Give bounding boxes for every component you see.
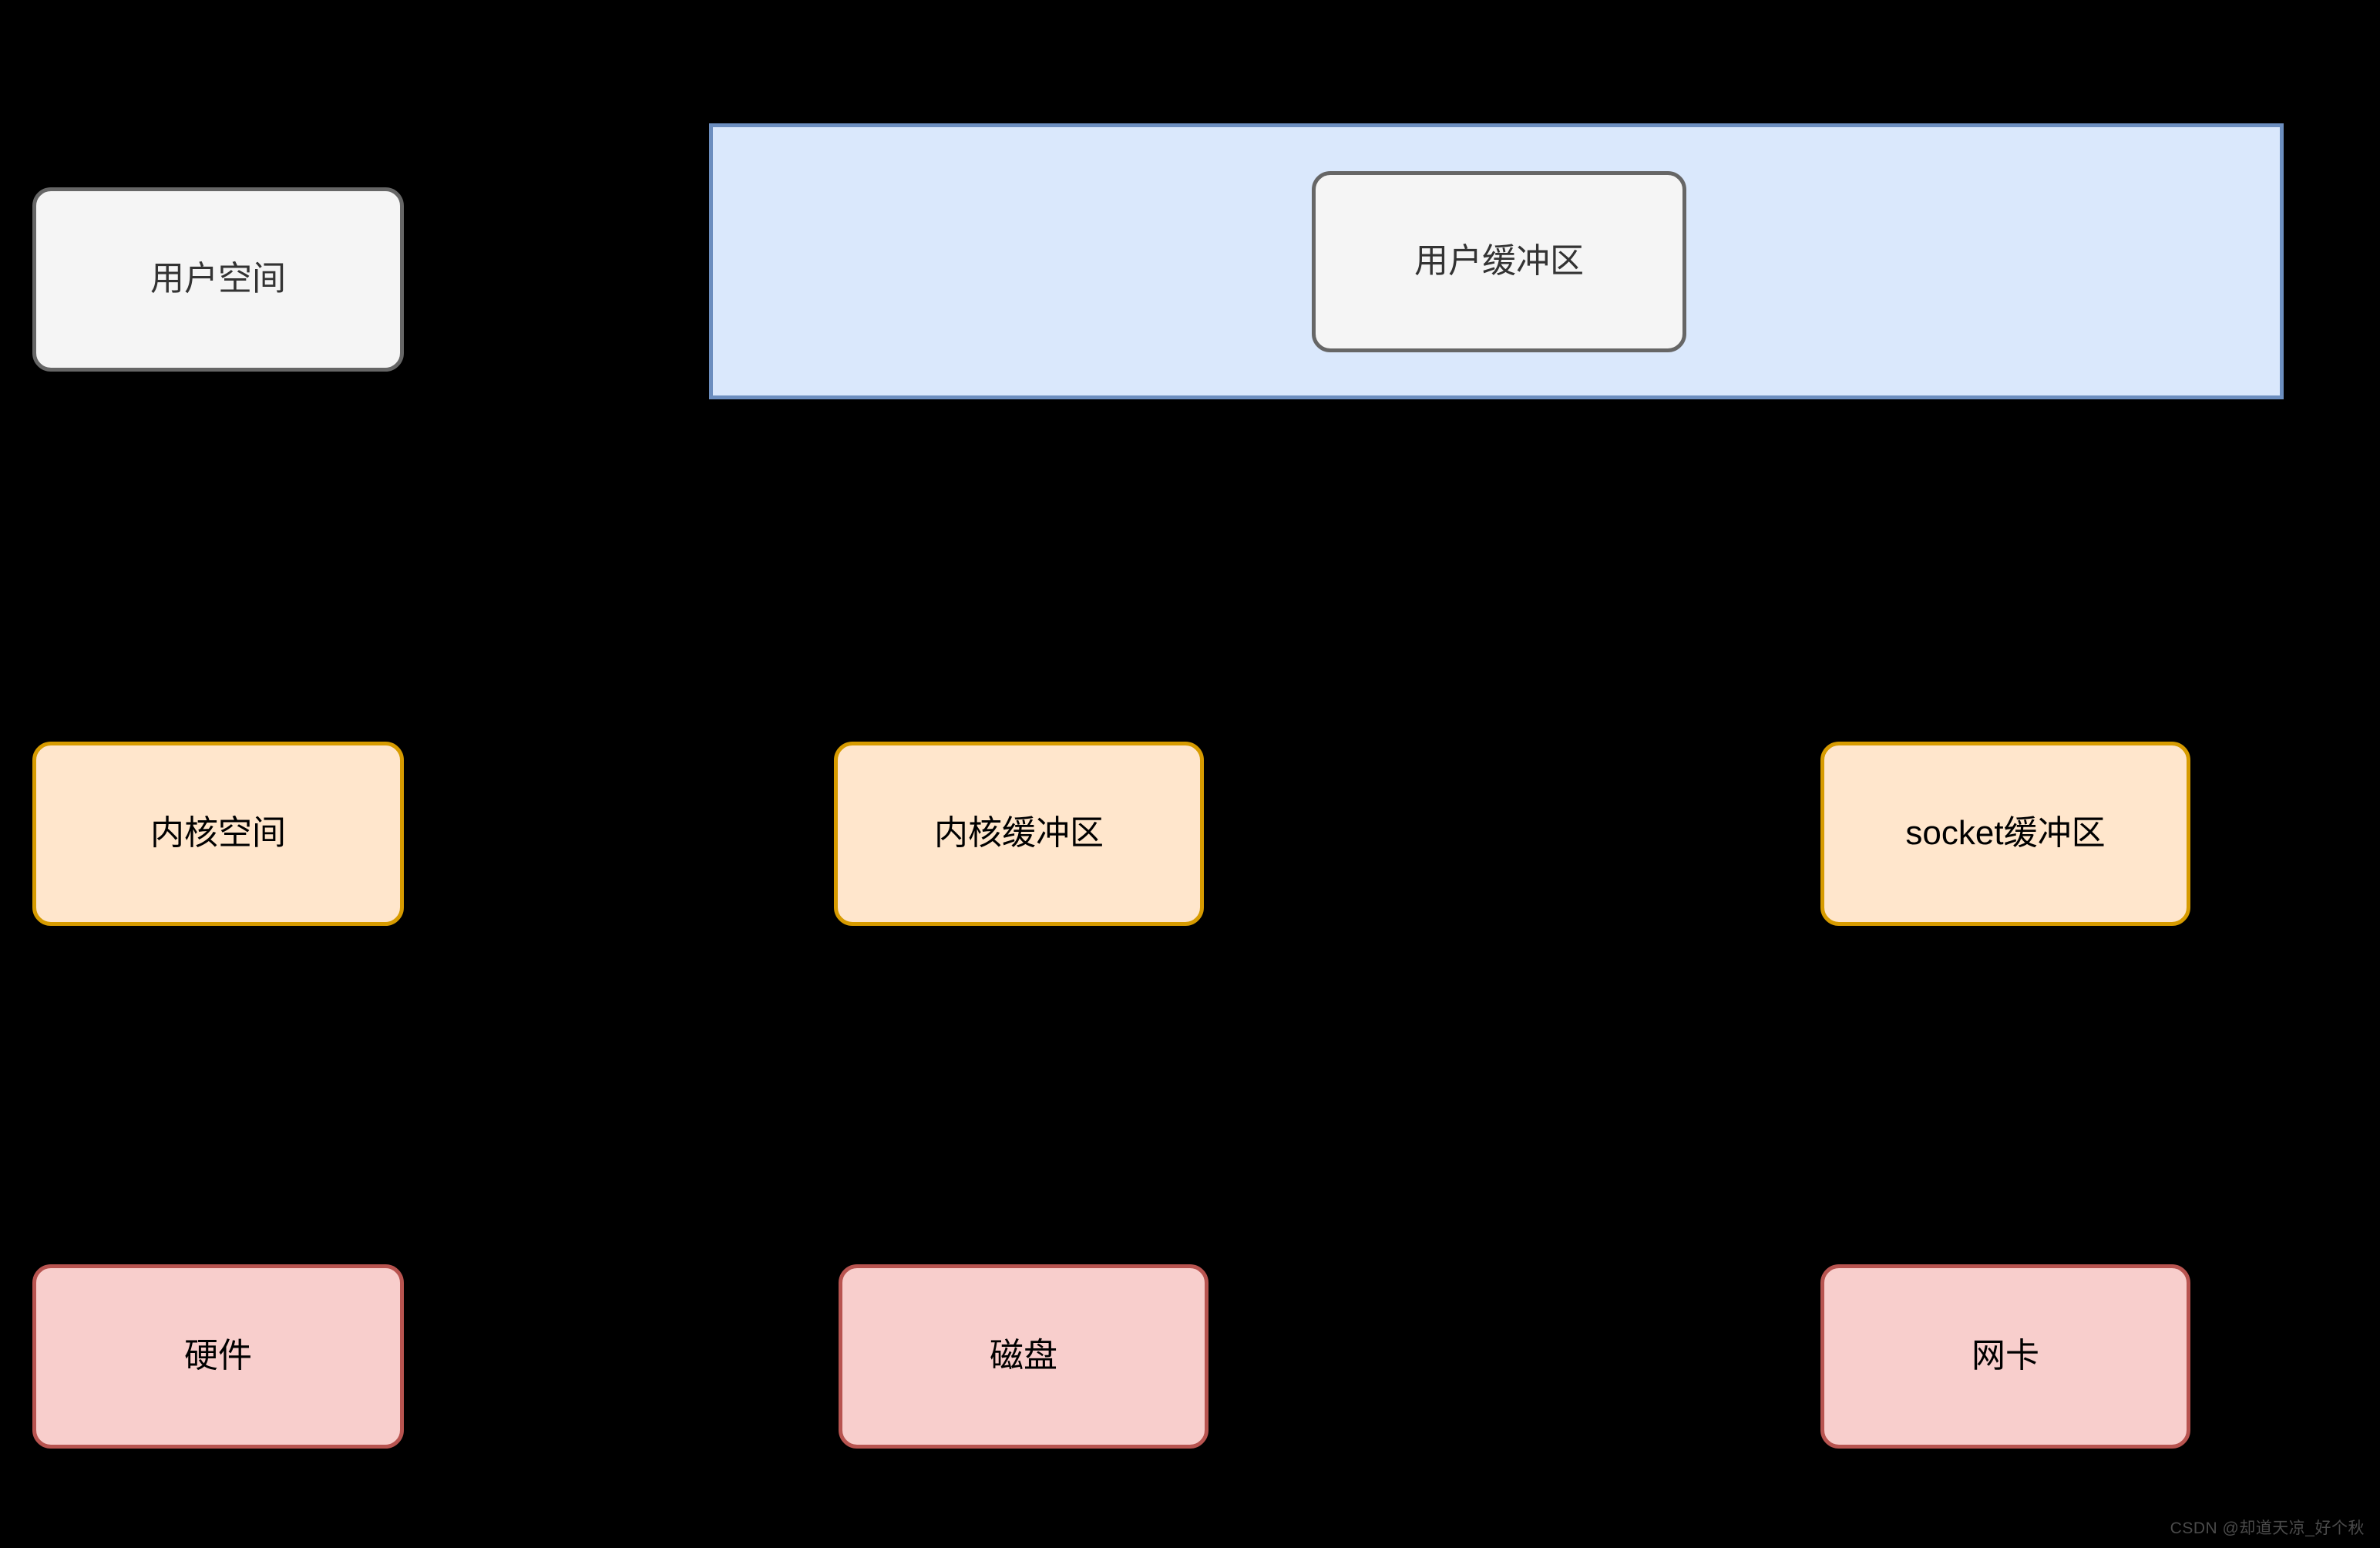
node-label-network-card: 网卡 bbox=[1972, 1337, 2039, 1375]
node-user-buffer[interactable]: 用户缓冲区 bbox=[1312, 171, 1686, 352]
node-label-kernel-buffer: 内核缓冲区 bbox=[934, 814, 1104, 853]
node-label-kernel-space: 内核空间 bbox=[150, 814, 286, 853]
node-label-hardware: 硬件 bbox=[184, 1337, 252, 1375]
node-kernel-space[interactable]: 内核空间 bbox=[32, 742, 404, 926]
node-network-card[interactable]: 网卡 bbox=[1820, 1264, 2190, 1449]
node-kernel-buffer[interactable]: 内核缓冲区 bbox=[834, 742, 1204, 926]
node-disk[interactable]: 磁盘 bbox=[839, 1264, 1208, 1449]
csdn-watermark: CSDN @却道天凉_好个秋 bbox=[2170, 1519, 2365, 1537]
node-user-space[interactable]: 用户空间 bbox=[32, 187, 404, 372]
node-socket-buffer[interactable]: socket缓冲区 bbox=[1820, 742, 2190, 926]
node-label-socket-buffer: socket缓冲区 bbox=[1905, 814, 2106, 853]
node-label-user-space: 用户空间 bbox=[150, 260, 286, 298]
node-label-disk: 磁盘 bbox=[990, 1337, 1057, 1375]
node-label-user-buffer: 用户缓冲区 bbox=[1414, 242, 1584, 281]
node-hardware[interactable]: 硬件 bbox=[32, 1264, 404, 1449]
